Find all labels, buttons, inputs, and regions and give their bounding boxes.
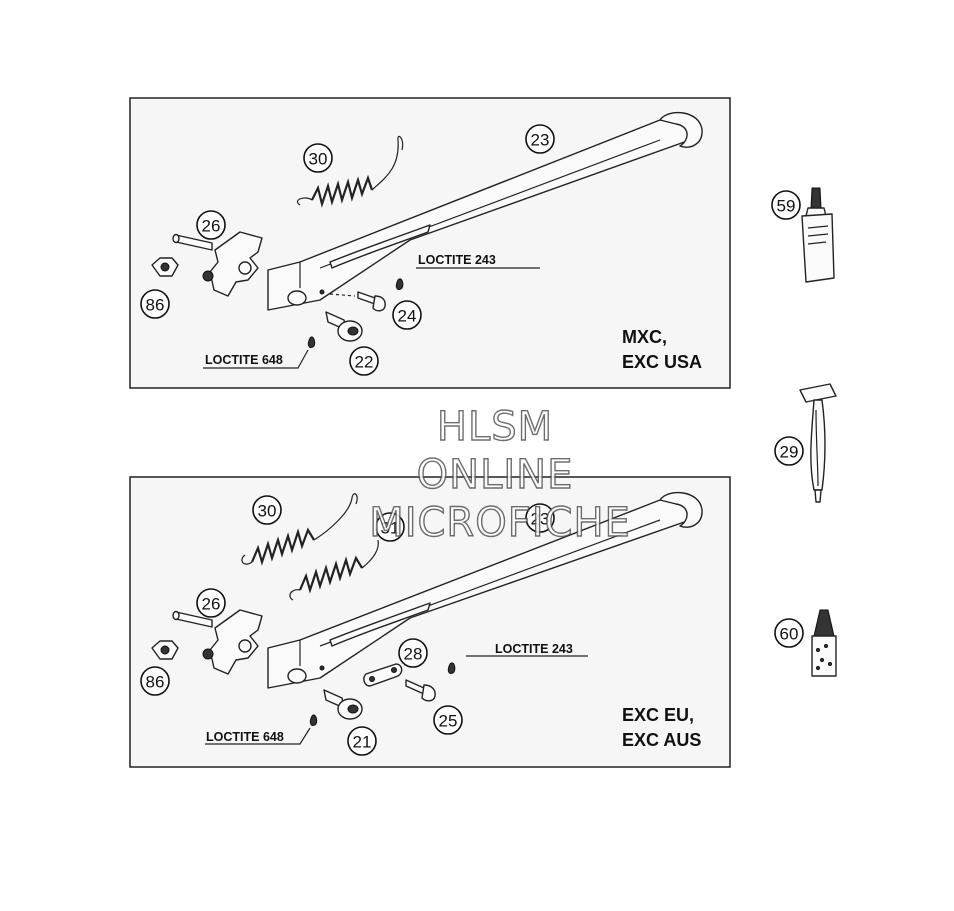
- upper-loctite-648-label: LOCTITE 648: [205, 353, 283, 367]
- lower-loctite-648-leader: [205, 727, 311, 745]
- svg-text:59: 59: [777, 197, 796, 216]
- lower-spring-30: [241, 493, 358, 566]
- callout-26: 26: [196, 210, 226, 240]
- svg-text:22: 22: [355, 353, 374, 372]
- grease-tube-60: [811, 609, 837, 677]
- callout-28: 28: [398, 638, 428, 668]
- lower-plate-28: [363, 663, 403, 687]
- callout-21: 21: [347, 726, 377, 756]
- lower-spring-31: [289, 539, 379, 601]
- callout-23: 23: [525, 503, 555, 533]
- lower-variant-line2: EXC AUS: [622, 730, 701, 750]
- upper-variant-line2: EXC USA: [622, 352, 702, 372]
- callout-60: 60: [774, 618, 804, 648]
- svg-text:28: 28: [404, 645, 423, 664]
- svg-text:29: 29: [780, 443, 799, 462]
- watermark-line3: MICROFICHE: [369, 500, 631, 546]
- watermark: HLSM ONLINE MICROFICHE: [368, 403, 631, 546]
- svg-text:25: 25: [439, 712, 458, 731]
- svg-text:30: 30: [258, 502, 277, 521]
- lower-panel: 30 31 23 26 86 28 25 21 LOCTITE 243 LOCT…: [129, 476, 731, 768]
- lower-side-stand-23: [267, 491, 703, 689]
- svg-text:86: 86: [146, 673, 165, 692]
- callout-30: 30: [303, 143, 333, 173]
- upper-side-stand-23: [267, 111, 703, 311]
- svg-text:24: 24: [398, 307, 417, 326]
- callout-86: 86: [140, 666, 170, 696]
- svg-text:26: 26: [202, 595, 221, 614]
- lower-screw-21: [309, 689, 363, 727]
- upper-bolt-26: [172, 231, 263, 297]
- upper-loctite-648-leader: [203, 349, 309, 369]
- lower-nut-86: [151, 640, 179, 660]
- svg-text:60: 60: [780, 625, 799, 644]
- svg-text:26: 26: [202, 217, 221, 236]
- upper-variant-line1: MXC,: [622, 327, 667, 347]
- loctite-bottle-59: [801, 187, 835, 283]
- callout-23: 23: [525, 124, 555, 154]
- callout-24: 24: [392, 300, 422, 330]
- lower-variant-line1: EXC EU,: [622, 705, 694, 725]
- tool-29: [799, 383, 837, 503]
- lower-screw-25: [405, 662, 456, 702]
- callout-86: 86: [140, 289, 170, 319]
- callout-30: 30: [252, 495, 282, 525]
- svg-text:31: 31: [381, 519, 400, 538]
- svg-text:21: 21: [353, 733, 372, 752]
- upper-screw-22: [307, 311, 363, 349]
- watermark-line2: ONLINE: [417, 452, 574, 498]
- upper-screw-24: [329, 278, 404, 312]
- upper-panel: 30 23 26 86 24 22 LOCTITE 243 LOCTITE 64…: [129, 97, 731, 389]
- callout-22: 22: [349, 346, 379, 376]
- upper-loctite-243-label: LOCTITE 243: [418, 253, 496, 267]
- callout-29: 29: [774, 436, 804, 466]
- lower-bolt-26: [172, 609, 263, 675]
- callout-25: 25: [433, 705, 463, 735]
- lower-loctite-648-label: LOCTITE 648: [206, 730, 284, 744]
- callout-26: 26: [196, 588, 226, 618]
- upper-nut-86: [151, 257, 179, 277]
- callout-59: 59: [771, 190, 801, 220]
- callout-31: 31: [375, 512, 405, 542]
- svg-text:23: 23: [531, 510, 550, 529]
- svg-text:30: 30: [309, 150, 328, 169]
- svg-text:23: 23: [531, 131, 550, 150]
- lower-loctite-243-label: LOCTITE 243: [495, 642, 573, 656]
- watermark-line1: HLSM: [437, 404, 553, 450]
- svg-text:86: 86: [146, 296, 165, 315]
- upper-spring-30: [296, 135, 404, 208]
